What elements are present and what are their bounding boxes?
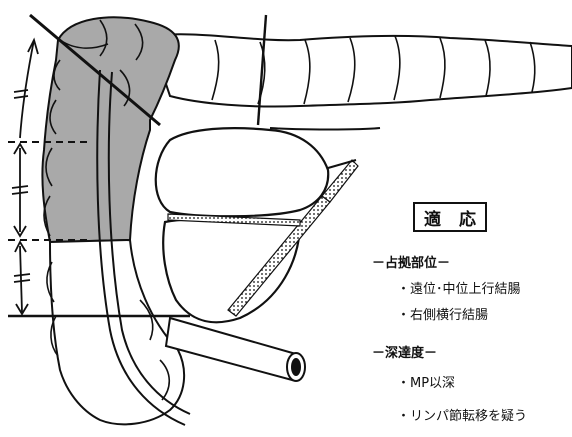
site-item: ・右側横行結腸 [397,304,488,323]
section-heading-site: －占拠部位－ [372,252,450,271]
terminal-ileum [166,318,305,381]
indication-title: 適 応 [413,202,487,232]
middle-colic-vessel [270,128,380,130]
section-heading-depth: －深達度－ [372,342,437,361]
length-marker-arrows [12,40,38,314]
depth-item: ・MP以深 [397,372,455,391]
depth-item: ・リンパ節転移を疑う [397,405,527,424]
site-item: ・遠位･中位上行結腸 [397,278,521,297]
